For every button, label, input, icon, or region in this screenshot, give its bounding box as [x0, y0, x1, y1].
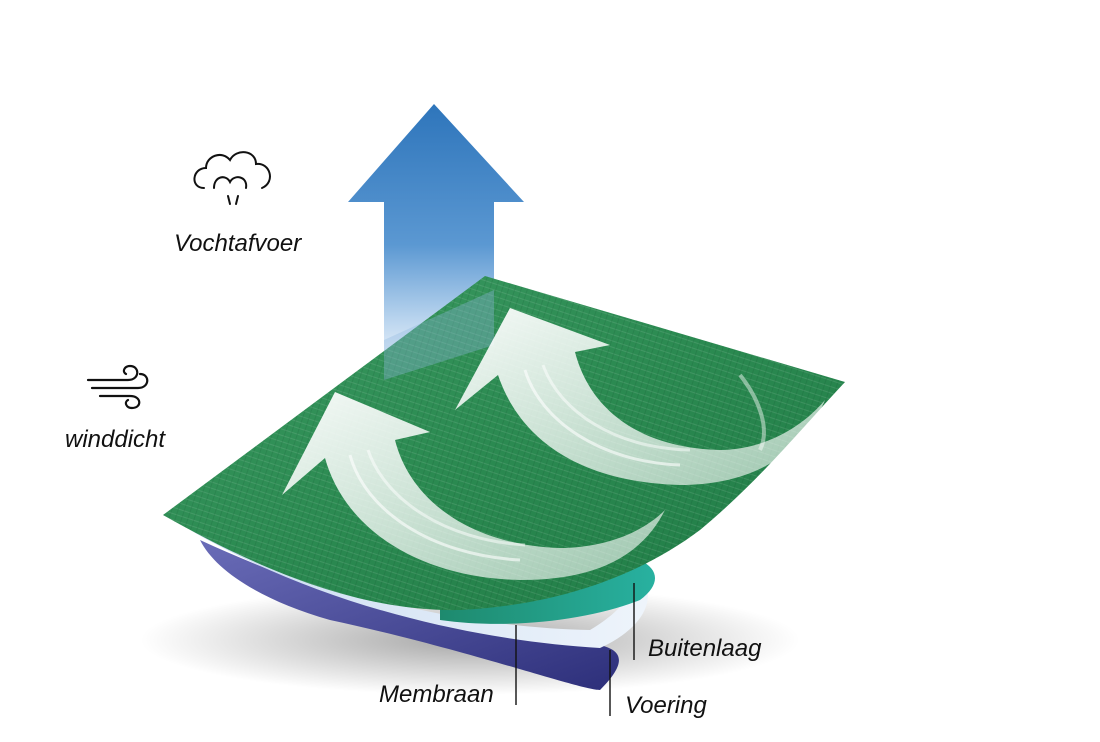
lining-layer — [200, 540, 619, 690]
outer-layer-label: Buitenlaag — [648, 635, 762, 662]
wind-label: winddicht — [65, 426, 166, 453]
wind-icon — [86, 364, 149, 410]
leader-lines — [515, 583, 635, 716]
airflow-arrow-left — [282, 392, 665, 580]
outer-layer — [163, 276, 845, 611]
membrane-layer — [190, 530, 648, 648]
moisture-arrow-overlay — [384, 290, 494, 380]
lining-label: Voering — [625, 692, 707, 719]
airflow-arrow-right — [455, 308, 825, 485]
moisture-label: Vochtafvoer — [174, 230, 302, 257]
steam-cloud-icon — [193, 151, 271, 205]
membrane-label: Membraan — [379, 681, 494, 708]
